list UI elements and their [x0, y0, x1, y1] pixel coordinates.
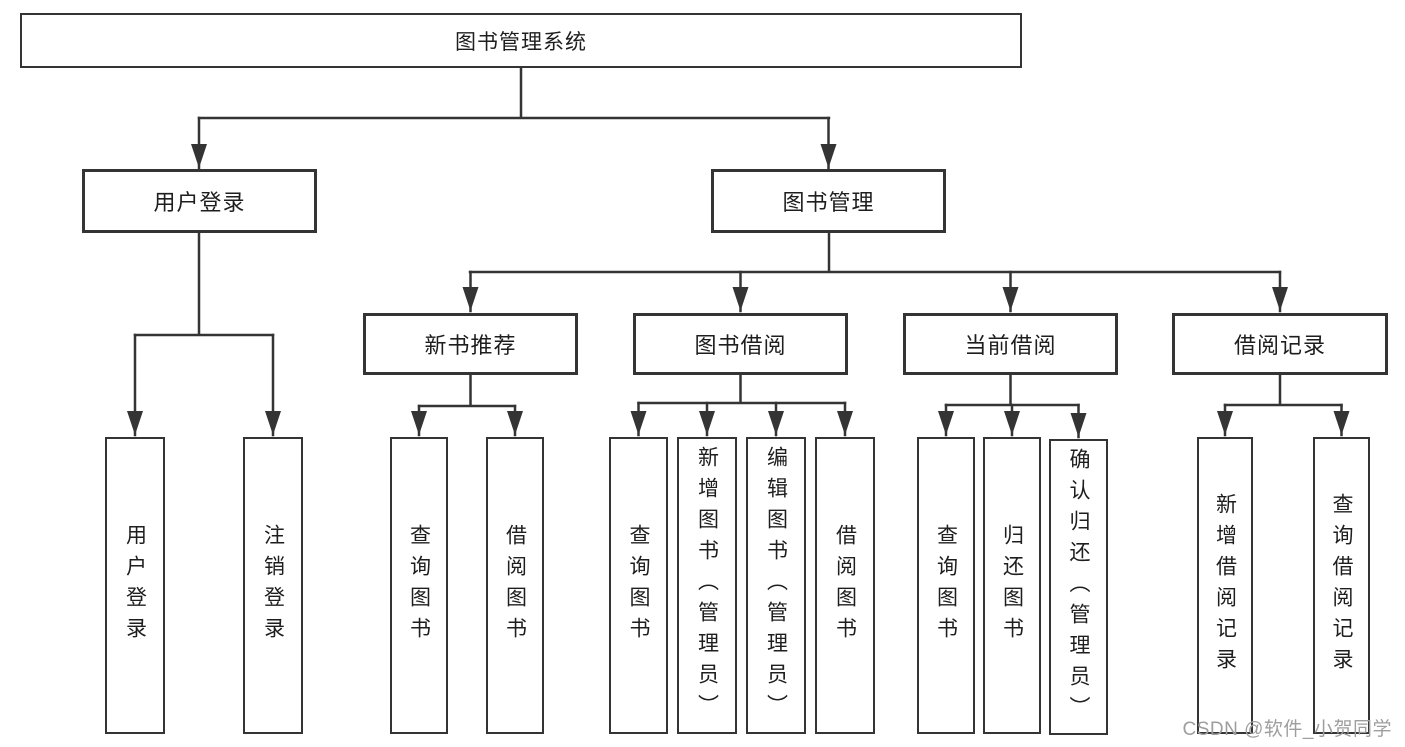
connector-user-login-branch	[133, 231, 275, 337]
node-current-borrow: 当前借阅	[903, 313, 1118, 375]
node-new-book-recommend: 新书推荐	[363, 313, 578, 375]
watermark: CSDN @软件_小贺同学	[1182, 719, 1392, 740]
node-borrow-records: 借阅记录	[1172, 313, 1388, 375]
leaf-cb-confirm-return-admin: 确认归还（管理员）	[1049, 439, 1108, 735]
leaf-user-login: 用户登录	[105, 437, 165, 734]
connector-book-management-branch	[468, 229, 1282, 274]
connector-borrow-records-branch	[1223, 373, 1343, 407]
leaf-bb-edit-books-admin: 编辑图书（管理员）	[746, 437, 806, 734]
leaf-cb-return-books: 归还图书	[983, 437, 1041, 734]
node-book-management: 图书管理	[711, 169, 946, 233]
leaf-bb-add-books-admin: 新增图书（管理员）	[677, 437, 737, 734]
leaf-nbr-query-books: 查询图书	[390, 437, 448, 734]
leaf-br-add-record: 新增借阅记录	[1197, 437, 1253, 734]
leaf-cb-query-books: 查询图书	[917, 437, 975, 734]
leaf-br-query-record: 查询借阅记录	[1313, 437, 1370, 734]
node-book-borrow: 图书借阅	[633, 313, 848, 375]
node-root-system: 图书管理系统	[20, 13, 1022, 68]
connector-current-borrow-branch	[944, 373, 1080, 407]
leaf-logout: 注销登录	[243, 437, 303, 734]
node-user-login: 用户登录	[82, 169, 317, 233]
leaf-bb-borrow-books: 借阅图书	[815, 437, 875, 734]
connector-new-book-recommend-branch	[417, 373, 517, 408]
leaf-nbr-borrow-books: 借阅图书	[486, 437, 544, 734]
connector-root-to-level2	[197, 65, 831, 120]
leaf-bb-query-books: 查询图书	[609, 437, 668, 734]
connector-book-borrow-branch	[637, 373, 847, 405]
